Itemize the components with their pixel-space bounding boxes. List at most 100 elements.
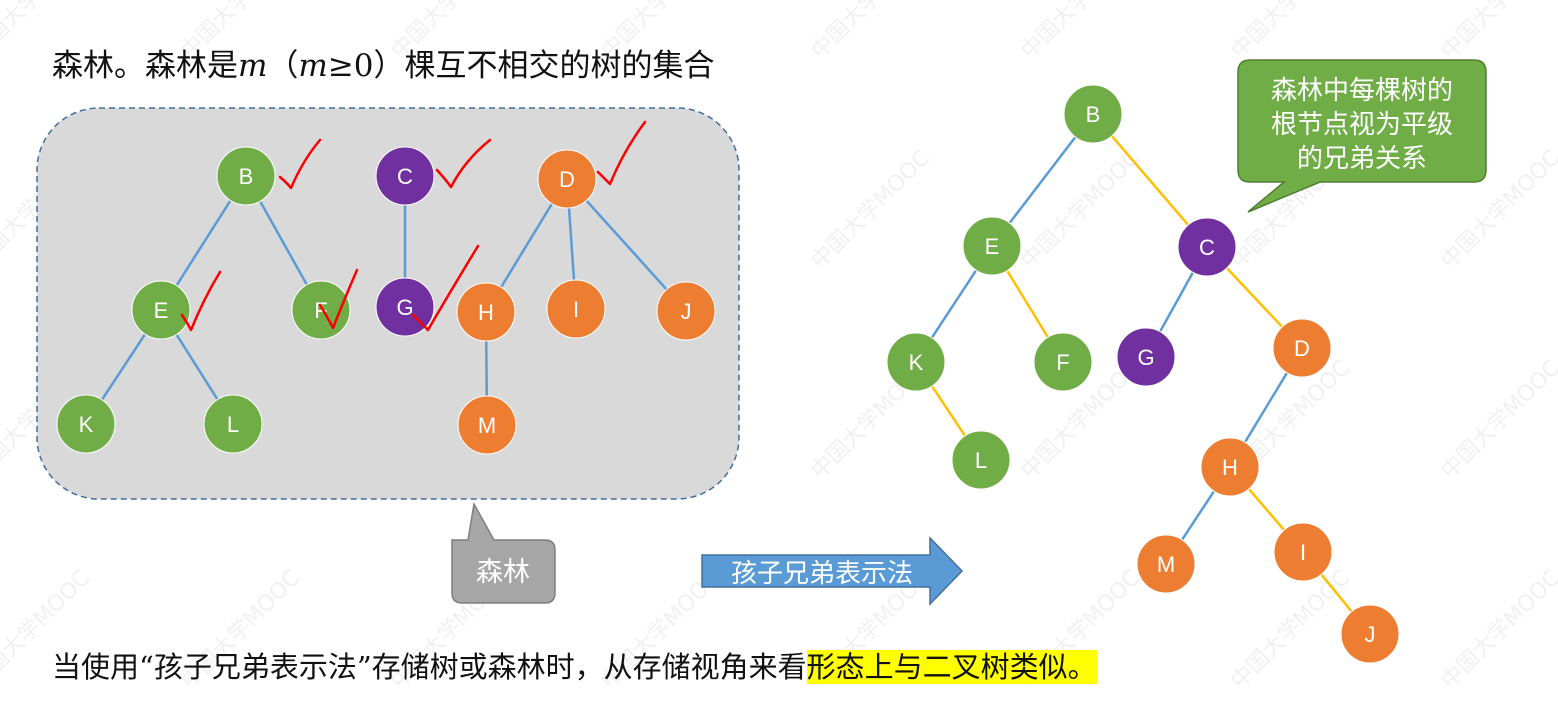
check-mark-e	[180, 270, 222, 332]
binary-node-g: G	[1116, 327, 1176, 387]
binary-tree-nodes: B E C K F G D L H M I J	[886, 84, 1400, 664]
forest-node-label: B	[239, 164, 254, 189]
binary-node-e: E	[962, 216, 1022, 276]
binary-node-i: I	[1273, 522, 1333, 582]
binary-node-label: G	[1137, 345, 1154, 370]
transform-arrow-label: 孩子兄弟表示法	[731, 559, 913, 589]
binary-node-label: B	[1086, 102, 1101, 127]
sibling-callout-line-3: 的兄弟关系	[1297, 144, 1427, 174]
bottom-note-highlight: 形态上与二叉树类似。	[806, 650, 1097, 684]
binary-node-circle	[1063, 84, 1123, 144]
forest-edge-e-l	[175, 333, 219, 401]
watermark-text: 中国大学MOOC	[807, 146, 936, 275]
binary-edge-i-j	[1320, 573, 1353, 613]
watermark-text: 中国大学MOOC	[1437, 356, 1558, 485]
binary-edge-h-i	[1247, 488, 1286, 531]
binary-node-circle	[1033, 332, 1093, 392]
binary-node-label: D	[1294, 336, 1310, 361]
forest-node-j: J	[656, 281, 716, 341]
watermark-text: 中国大学MOOC	[1017, 146, 1146, 275]
title-prefix: 森林。森林是	[52, 48, 238, 84]
binary-node-label: L	[975, 448, 987, 473]
binary-node-h: H	[1200, 437, 1260, 497]
forest-edge-d-h	[500, 203, 553, 288]
forest-edge-d-j	[585, 199, 668, 291]
binary-node-circle	[962, 216, 1022, 276]
forest-edge-e-k	[100, 333, 147, 401]
sibling-callout-shape	[1237, 59, 1487, 213]
binary-node-b: B	[1063, 84, 1123, 144]
binary-node-k: K	[886, 332, 946, 392]
watermark-text: 中国大学MOOC	[177, 0, 306, 64]
bottom-note: 当使用“孩子兄弟表示法”存储树或森林时，从存储视角来看形态上与二叉树类似。	[52, 644, 1097, 686]
forest-node-circle	[546, 279, 606, 339]
binary-node-circle	[1272, 318, 1332, 378]
title-condition: ≥0	[327, 48, 374, 84]
watermark-text: 中国大学MOOC	[1227, 0, 1356, 64]
forest-node-m: M	[457, 395, 517, 455]
binary-edge-c-g	[1158, 271, 1195, 333]
binary-node-f: F	[1033, 332, 1093, 392]
binary-edge-d-h	[1243, 372, 1289, 443]
binary-edge-e-k	[930, 269, 978, 339]
watermark-text: 中国大学MOOC	[807, 0, 936, 64]
title-paren-close: ）	[373, 48, 405, 84]
forest-node-label: F	[314, 298, 327, 323]
transform-arrow	[701, 536, 964, 606]
binary-node-l: L	[951, 430, 1011, 490]
forest-node-circle	[131, 280, 191, 340]
binary-edge-e-f	[1006, 270, 1049, 338]
forest-node-h: H	[456, 282, 516, 342]
binary-node-c: C	[1177, 217, 1237, 277]
binary-edge-b-e	[1008, 136, 1077, 224]
check-mark-f	[318, 268, 359, 330]
binary-edge-k-l	[930, 385, 967, 437]
forest-node-b: B	[216, 146, 276, 206]
title-suffix: 棵互不相交的树的集合	[404, 48, 715, 84]
forest-node-c: C	[375, 146, 435, 206]
forest-node-label: M	[478, 413, 496, 438]
sibling-callout-line-1: 森林中每棵树的	[1271, 76, 1453, 106]
forest-edge-b-e	[175, 199, 232, 287]
binary-node-circle	[886, 332, 946, 392]
binary-node-label: C	[1199, 235, 1215, 260]
binary-node-label: F	[1056, 350, 1069, 375]
forest-node-circle	[457, 395, 517, 455]
forest-callout-label: 森林	[476, 557, 530, 588]
forest-node-e: E	[131, 280, 191, 340]
forest-edge-b-f	[259, 200, 308, 286]
forest-node-label: H	[478, 300, 494, 325]
binary-node-m: M	[1136, 534, 1196, 594]
forest-node-circle	[216, 146, 276, 206]
forest-node-label: L	[227, 412, 239, 437]
check-mark-b	[278, 138, 322, 190]
binary-tree-edges	[930, 135, 1353, 613]
forest-node-label: C	[397, 164, 413, 189]
forest-node-circle	[537, 149, 597, 209]
binary-node-label: K	[909, 350, 924, 375]
bottom-note-text: 当使用“孩子兄弟表示法”存储树或森林时，从存储视角来看	[52, 650, 807, 684]
forest-node-d: D	[537, 149, 597, 209]
binary-edge-b-c	[1110, 135, 1190, 226]
forest-node-circle	[456, 282, 516, 342]
forest-node-i: I	[546, 279, 606, 339]
slide-title: 森林。森林是m（m≥0）棵互不相交的树的集合	[52, 40, 715, 85]
binary-node-label: M	[1157, 552, 1175, 577]
sibling-callout-line-2: 根节点视为平级	[1271, 110, 1453, 140]
title-paren-open: （	[267, 48, 299, 84]
watermark-text: 中国大学MOOC	[1227, 566, 1356, 695]
watermark-text: 中国大学MOOC	[387, 0, 516, 64]
binary-node-circle	[1177, 217, 1237, 277]
binary-node-circle	[1273, 522, 1333, 582]
binary-node-circle	[1136, 534, 1196, 594]
forest-callout-shape	[451, 501, 556, 604]
forest-node-l: L	[203, 394, 263, 454]
forest-node-label: J	[681, 299, 692, 324]
watermark-text: 中国大学MOOC	[597, 0, 726, 64]
binary-node-j: J	[1340, 604, 1400, 664]
binary-node-circle	[1340, 604, 1400, 664]
binary-edge-h-m	[1180, 490, 1216, 541]
binary-node-circle	[1116, 327, 1176, 387]
binary-node-label: I	[1300, 540, 1306, 565]
